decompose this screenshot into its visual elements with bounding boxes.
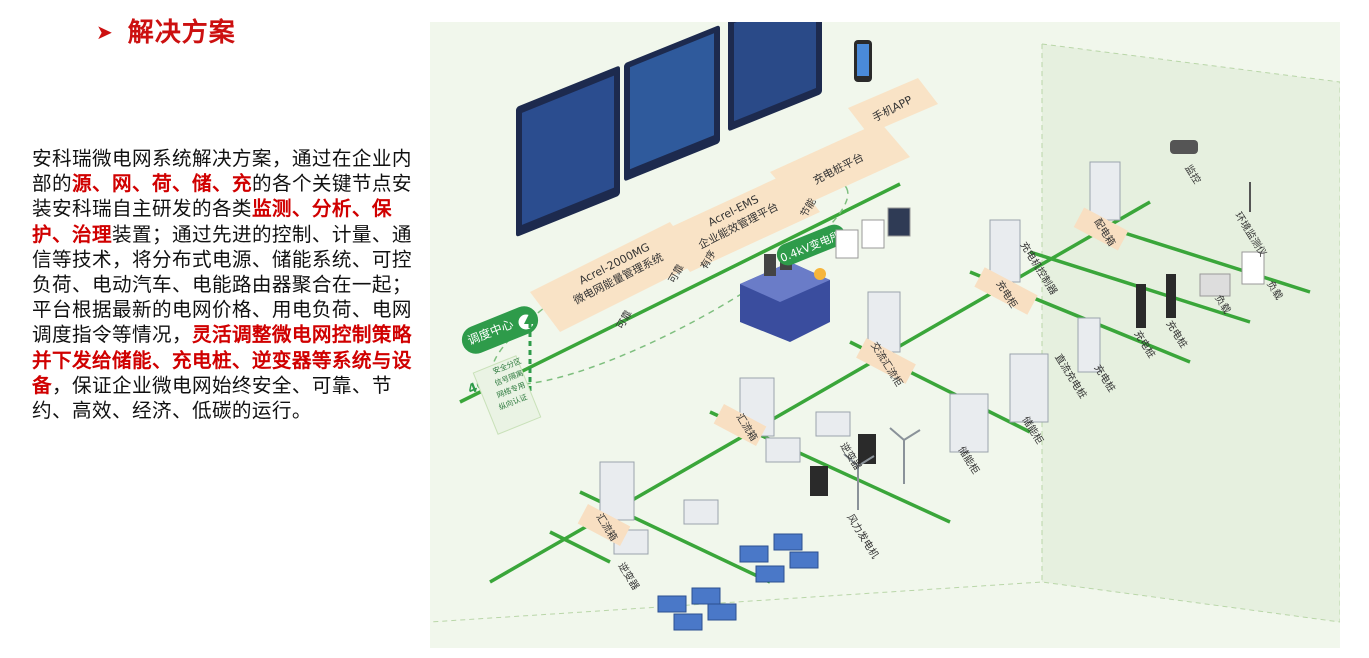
wind-turbine-group [843, 427, 921, 510]
room-floor-edge [430, 44, 1043, 623]
paragraph-highlight: 监测、分析、保护、治理 [32, 197, 392, 246]
monitor-display [630, 33, 714, 170]
solar-panel-icon [707, 603, 737, 621]
arrow-bullet-icon: ➤ [96, 20, 114, 44]
ev-charger-icon [1136, 284, 1146, 328]
platform-plate [848, 78, 938, 134]
solar-array-2 [739, 533, 819, 583]
section-title: ➤ 解决方案 [96, 12, 236, 49]
transformer-substation: 0.4kV变电所 [740, 224, 846, 342]
solar-panel-icon [789, 551, 819, 569]
inverter-3 [765, 437, 801, 463]
distribution-box [1089, 161, 1121, 221]
paragraph-segment: 安科瑞微电网系统解决方案，通过在企业内部的 [32, 147, 412, 196]
solar-panel-icon [739, 545, 769, 563]
charging-cabinet [989, 219, 1021, 283]
solar-panel-icon [773, 533, 803, 551]
controller-icon [810, 466, 828, 496]
storage-cabinet-1 [949, 393, 989, 453]
platform-plate [770, 122, 910, 207]
meter-device-icon [861, 219, 885, 249]
inverter-2 [683, 499, 719, 525]
meter-device-icon [887, 207, 911, 237]
bus-line [459, 182, 901, 404]
ev-charger-icon [1166, 274, 1176, 318]
camera-icon [1170, 140, 1198, 154]
bus-line [549, 530, 611, 564]
arrow-up-icon [524, 312, 536, 324]
insulator-icon [764, 254, 776, 276]
paragraph-highlight: 源、网、荷、储、充 [72, 172, 252, 196]
phone-screen [857, 44, 869, 76]
communication-link [491, 178, 849, 386]
storage-cabinet-2 [1009, 353, 1049, 423]
solar-panel-icon [691, 587, 721, 605]
node-label-plate [1073, 207, 1129, 251]
substation-badge [776, 224, 846, 266]
monitor-ems [624, 25, 720, 181]
signal-icon [814, 268, 826, 280]
solar-panel-icon [755, 565, 785, 583]
solar-panel-icon [657, 595, 687, 613]
node-label-plate [577, 504, 631, 546]
monitor-microgrid [516, 66, 620, 237]
paragraph-segment: 的各个关键节点安装安科瑞自主研发的各类 [32, 172, 412, 221]
paragraph-segment: 装置；通过先进的控制、计量、通信等技术，将分布式电源、储能系统、可控负荷、电动汽… [32, 222, 412, 347]
platform-plate [530, 222, 700, 332]
wind-turbine-blades [843, 453, 875, 468]
inverter-4 [815, 411, 851, 437]
load-device-icon [1241, 251, 1265, 285]
monitoring-devices [1170, 140, 1265, 297]
generator-icon [1199, 273, 1231, 297]
cabinet-group [599, 161, 1121, 555]
meter-group [835, 207, 911, 259]
microgrid-diagram: Acrel-2000MG 微电网能量管理系统 Acrel-EMS 企业能效管理平… [430, 22, 1340, 648]
combiner-box-1 [599, 461, 635, 521]
section-title-text: 解决方案 [127, 18, 236, 48]
monitor-display [734, 22, 816, 122]
paragraph-segment: ，保证企业微电网始终安全、可靠、节约、高效、经济、低碳的运行。 [32, 373, 392, 423]
wind-turbine-blades [889, 427, 921, 442]
node-label-plate [856, 338, 916, 384]
node-label-plate [713, 404, 767, 446]
monitor-display [522, 75, 614, 225]
dispatch-notes-panel [472, 355, 542, 435]
charging-pile-1 [1077, 317, 1101, 373]
node-label-plate [974, 267, 1038, 315]
solution-paragraph: 安科瑞微电网系统解决方案，通过在企业内部的源、网、荷、储、充的各个关键节点安装安… [32, 146, 412, 423]
solar-array-1 [657, 587, 737, 631]
meter-device-icon [835, 229, 859, 259]
monitor-charging [728, 22, 822, 131]
paragraph-highlight: 灵活调整微电网控制策略并下发给储能、充电桩、逆变器等系统与设备 [32, 323, 412, 397]
platform-plate [660, 172, 820, 272]
solar-panel-icon [673, 613, 703, 631]
substation-top [740, 262, 830, 302]
